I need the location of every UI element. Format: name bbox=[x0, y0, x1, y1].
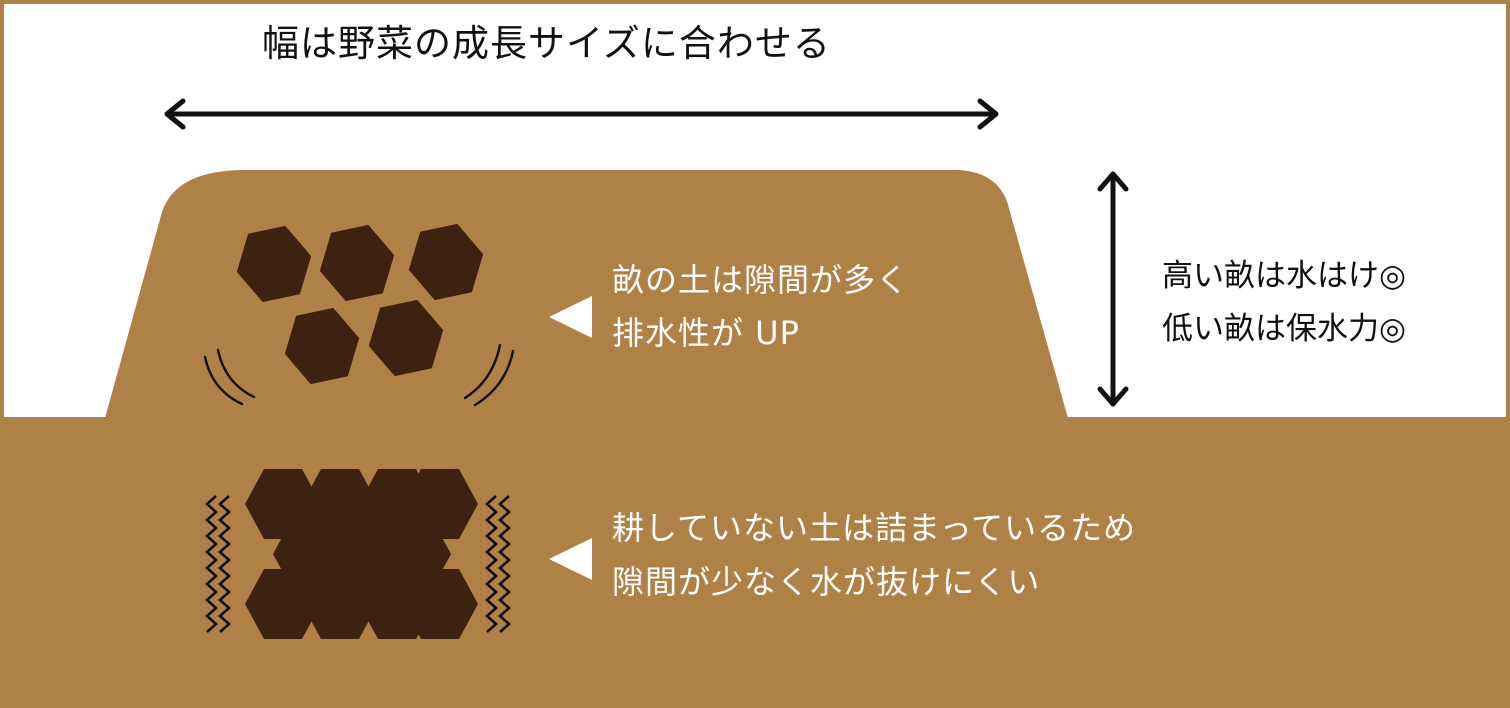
ridge-bed bbox=[105, 170, 1068, 418]
drainage-lines bbox=[203, 343, 515, 407]
title: 幅は野菜の成長サイズに合わせる bbox=[262, 22, 831, 65]
ground-soil bbox=[0, 417, 1510, 708]
height-note-line2: 低い畝は保水力◎ bbox=[1162, 311, 1407, 347]
ridge-note-line1: 畝の土は隙間が多く bbox=[612, 261, 910, 299]
compact-note-line2: 隙間が少なく水が抜けにくい bbox=[612, 563, 1041, 601]
height-arrow bbox=[1097, 171, 1129, 407]
height-note-line1: 高い畝は水はけ◎ bbox=[1162, 258, 1407, 294]
pointer-triangle-ground bbox=[549, 538, 592, 580]
pointer-triangle-ridge bbox=[549, 296, 592, 338]
compact-note-line1: 耕していない土は詰まっているため bbox=[612, 509, 1137, 547]
compact-soil-clumps bbox=[245, 469, 478, 639]
ridge-note-line2: 排水性が UP bbox=[612, 314, 800, 352]
width-arrow bbox=[164, 98, 999, 130]
